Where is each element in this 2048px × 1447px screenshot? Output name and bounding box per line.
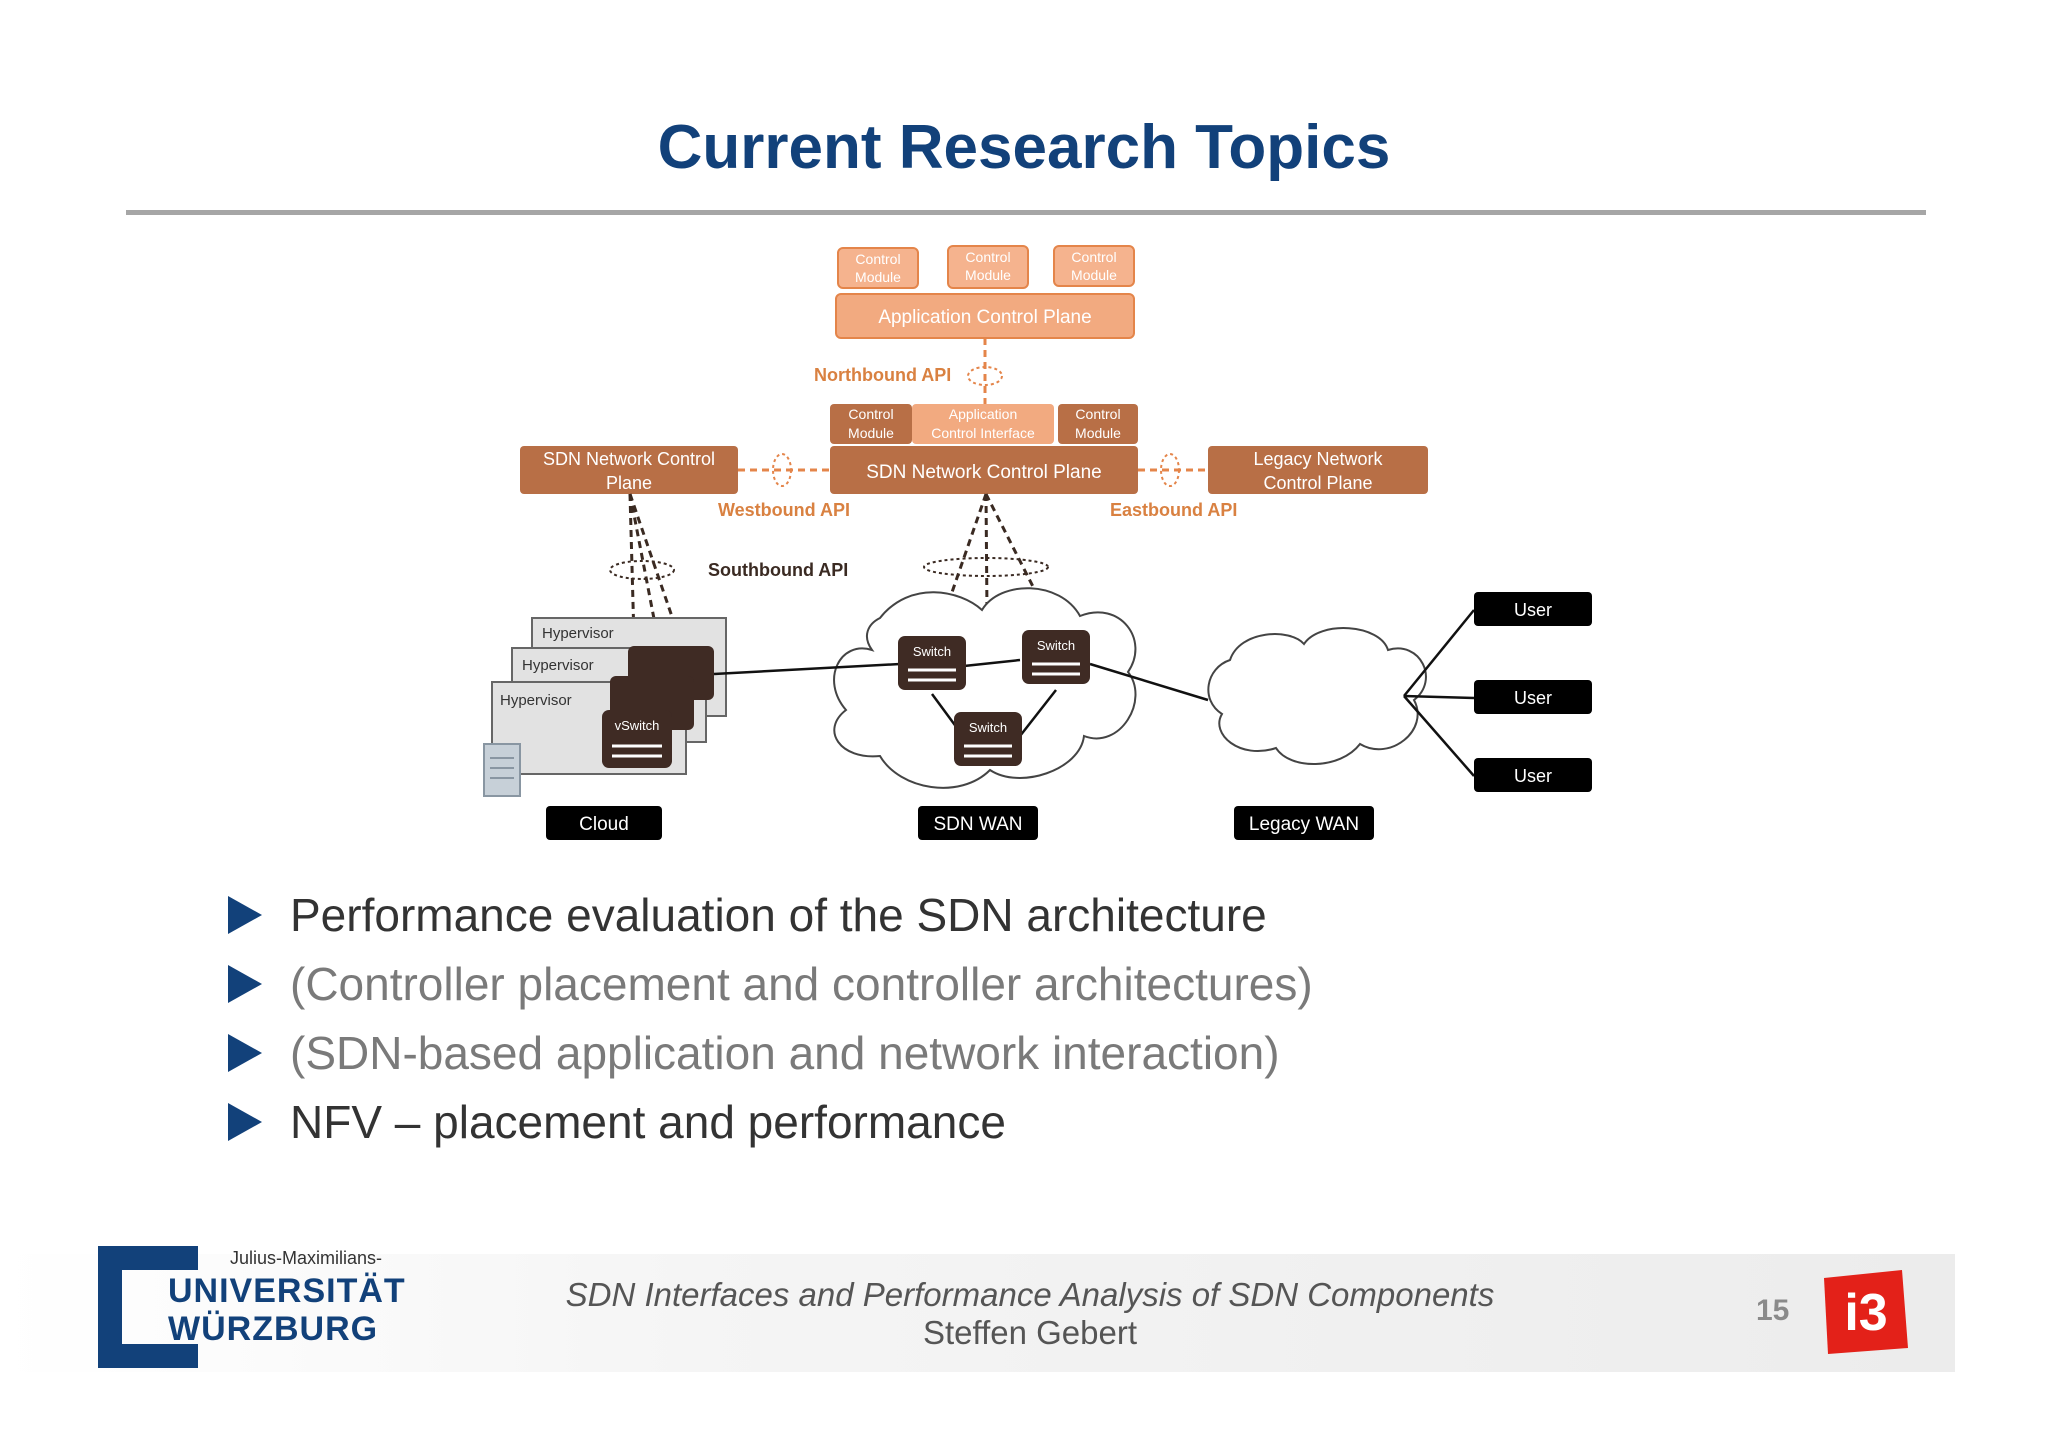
sdn-ncp-center-label: SDN Network Control Plane [866, 462, 1101, 483]
svg-text:Switch: Switch [913, 644, 951, 659]
svg-text:Hypervisor: Hypervisor [500, 692, 572, 709]
svg-text:User: User [1514, 600, 1552, 620]
northbound-api-label: Northbound API [814, 365, 951, 385]
switch-1: Switch [898, 636, 966, 690]
bullet-triangle-icon [228, 964, 262, 1003]
svg-text:Switch: Switch [1037, 638, 1075, 653]
svg-text:SDN WAN: SDN WAN [933, 814, 1022, 835]
user-2: User [1474, 680, 1592, 714]
user-3: User [1474, 758, 1592, 792]
switch-2: Switch [1022, 630, 1090, 684]
server-icon [483, 743, 521, 797]
svg-text:i3: i3 [1844, 1284, 1887, 1342]
footer-author: Steffen Gebert [922, 1314, 1138, 1351]
svg-text:User: User [1514, 688, 1552, 708]
logo-small-text: Julius-Maximilians- [230, 1248, 383, 1268]
cm-top-1-line1: Control [855, 251, 900, 267]
logo-line-1: UNIVERSITÄT [168, 1272, 406, 1310]
bullet-item-1: Performance evaluation of the SDN archit… [228, 880, 1313, 949]
bullet-triangle-icon [228, 1033, 262, 1072]
application-control-plane-label: Application Control Plane [878, 307, 1091, 328]
svg-text:User: User [1514, 766, 1552, 786]
title-divider [126, 210, 1926, 215]
svg-text:Legacy WAN: Legacy WAN [1249, 814, 1359, 835]
southbound-api-label: Southbound API [708, 560, 848, 580]
sdn-wan-region-label: SDN WAN [918, 806, 1038, 840]
bullet-item-4: NFV – placement and performance [228, 1087, 1313, 1156]
bullet-item-3: (SDN-based application and network inter… [228, 1018, 1313, 1087]
legacy-wan-region-label: Legacy WAN [1234, 806, 1374, 840]
cloud-region-label: Cloud [546, 806, 662, 840]
vswitch: vSwitch [602, 710, 672, 768]
bullet-triangle-icon [228, 895, 262, 934]
bullet-text: NFV – placement and performance [290, 1095, 1006, 1148]
svg-text:Switch: Switch [969, 720, 1007, 735]
svg-text:Cloud: Cloud [579, 814, 629, 835]
slide-title: Current Research Topics [657, 113, 1391, 182]
footer-talk-title: SDN Interfaces and Performance Analysis … [565, 1276, 1495, 1313]
logo-line-2: WÜRZBURG [168, 1310, 379, 1348]
svg-text:Hypervisor: Hypervisor [522, 657, 594, 674]
application-control-plane-box: Application Control Plane [835, 293, 1135, 339]
i3-logo-icon: i3 [1824, 1270, 1908, 1354]
svg-text:vSwitch: vSwitch [615, 718, 660, 733]
bullet-triangle-icon [228, 1102, 262, 1141]
university-logo-frame [98, 1246, 198, 1368]
user-1: User [1474, 592, 1592, 626]
bullet-text: (Controller placement and controller arc… [290, 957, 1313, 1010]
westbound-api-label: Westbound API [718, 500, 850, 520]
bullet-list: Performance evaluation of the SDN archit… [228, 880, 1313, 1156]
footer-band [0, 1254, 1955, 1372]
eastbound-api-label: Eastbound API [1110, 500, 1237, 520]
page-number: 15 [1756, 1294, 1790, 1327]
svg-text:Hypervisor: Hypervisor [542, 625, 614, 642]
bullet-item-2: (Controller placement and controller arc… [228, 949, 1313, 1018]
legacy-wan-cloud [1207, 627, 1427, 765]
bullet-text: Performance evaluation of the SDN archit… [290, 888, 1267, 941]
switch-3: Switch [954, 712, 1022, 766]
bullet-text: (SDN-based application and network inter… [290, 1026, 1280, 1079]
sdn-network-control-plane-center: SDN Network Control Plane [830, 446, 1138, 494]
